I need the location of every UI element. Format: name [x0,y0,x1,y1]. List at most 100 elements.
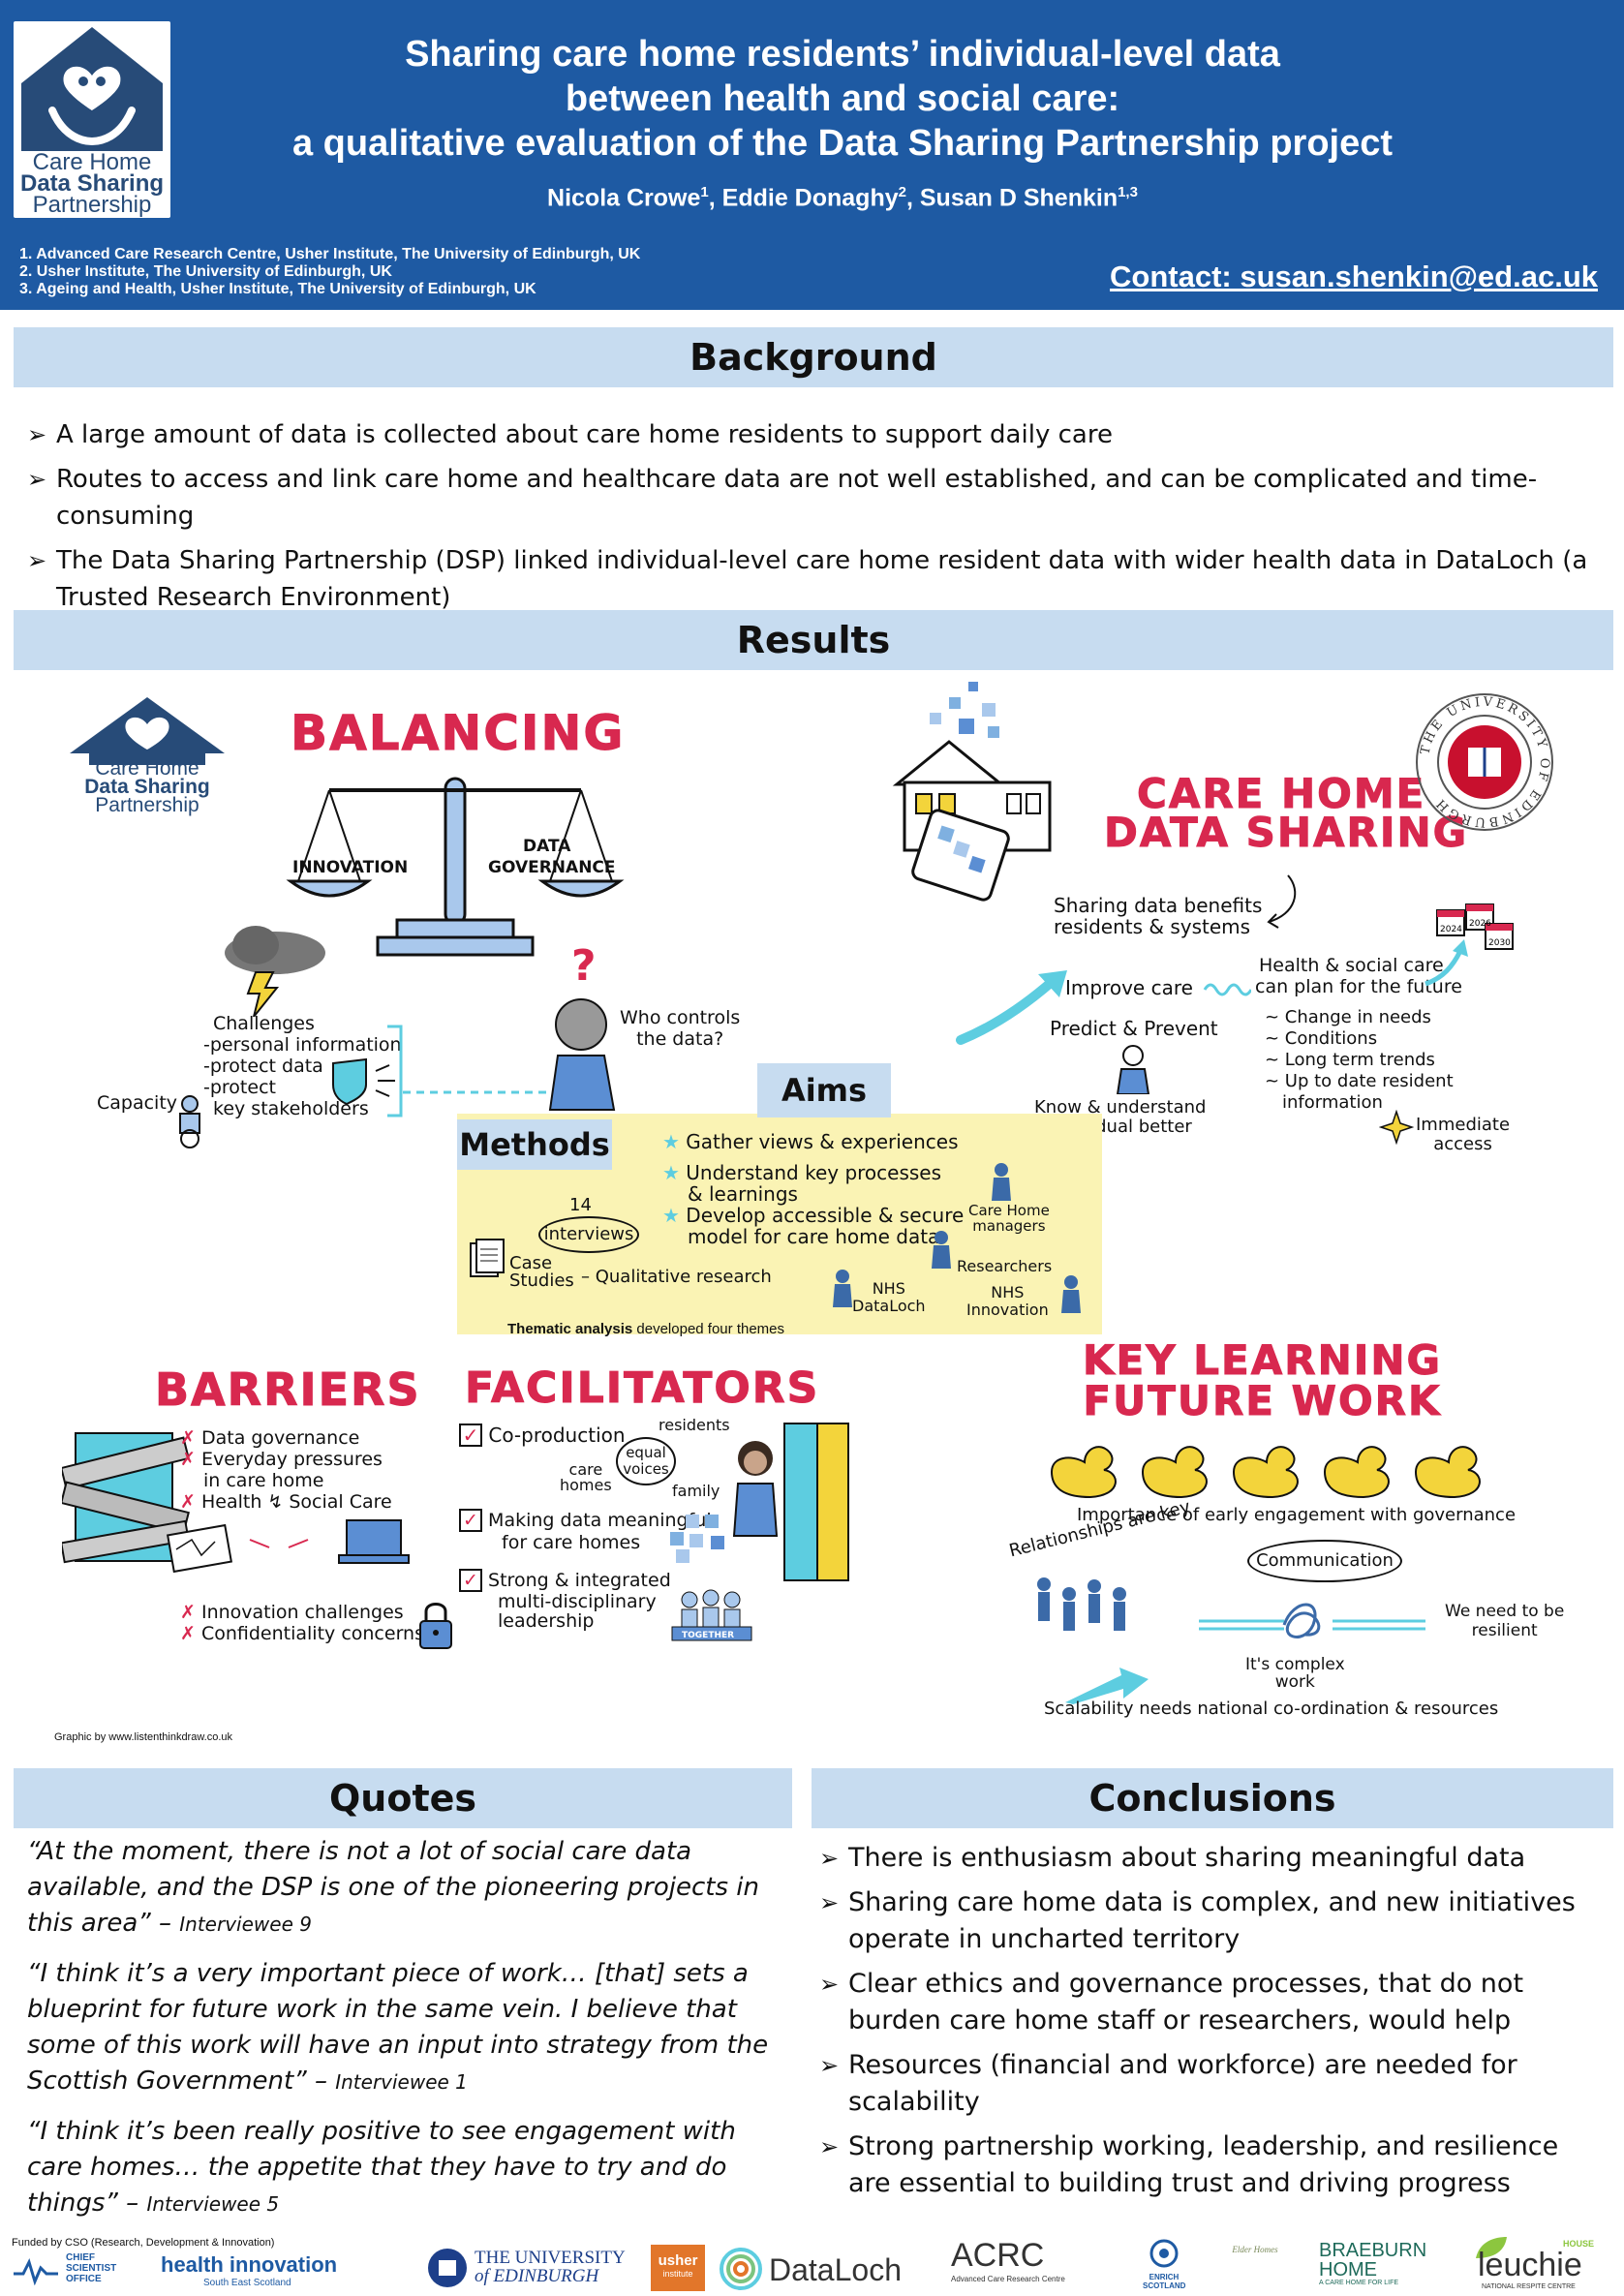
quote-text: “I think it’s been really positive to se… [27,2117,736,2218]
cross-icon: ✗ [180,1491,196,1513]
plan-line: can plan for the future [1255,976,1462,997]
key-learning-title-line: FUTURE WORK [1083,1377,1442,1424]
barrier-item: Health [200,1491,262,1513]
barricade-icon [62,1432,190,1564]
house-tablet-icon [892,682,1052,902]
dataloch-swirl-icon [720,2248,762,2290]
sparkle-star-icon [1379,1110,1414,1145]
curved-arrow-icon [1267,874,1297,929]
case-studies-label: Case Studies [509,1255,574,1290]
braeburn-line: BRAEBURN [1319,2240,1427,2261]
immediate-line: access [1433,1134,1492,1154]
rising-arrow-icon [956,970,1067,1045]
author-name: Nicola Crowe [547,184,701,212]
barrier-item: in care home [203,1470,324,1491]
quote-text: “I think it’s a very important piece of … [27,1959,769,2096]
aims-item: & learnings [688,1182,798,1206]
facilitator-item: multi-disciplinary [498,1591,657,1612]
people-line: Innovation [966,1301,1049,1319]
key-learning-title: KEY LEARNING FUTURE WORK [1083,1339,1442,1424]
document-stack-icon [470,1239,505,1277]
dataloch-text: DataLoch [769,2252,902,2287]
voices-care-homes: care homes [560,1462,612,1493]
barriers-list-2: ✗ Innovation challenges ✗ Confidentialit… [180,1602,424,1644]
complex-line: work [1274,1672,1315,1692]
cross-icon: ✗ [180,1602,196,1623]
leuchie-house: HOUSE [1563,2239,1595,2249]
quote-item: “I think it’s a very important piece of … [27,1956,794,2100]
leuchie-text: leuchie [1478,2247,1582,2283]
graphic-credit: Graphic by www.listenthinkdraw.co.uk [54,1731,233,1743]
wheelchair-person-icon [179,1095,200,1148]
barrier-item: Social Care [289,1491,392,1513]
author-name: Eddie Donaghy [721,184,899,212]
interviews-count: 14 [569,1195,592,1215]
conclusions-heading: Conclusions [812,1768,1613,1828]
care-home-title-line: DATA SHARING [1103,809,1469,856]
facilitator-item: Strong & integrated [488,1570,671,1591]
plan-list-item: ~ Up to date resident [1265,1071,1454,1091]
broken-laptops-icon [166,1519,410,1574]
sharing-benefits-label: Sharing data benefits residents & system… [1054,895,1262,937]
aims-item: Gather views & experiences [686,1130,959,1153]
who-controls-line: the data? [636,1028,724,1050]
quote-attribution: Interviewee 9 [179,1913,312,1936]
enrich-badge-icon [1149,2239,1179,2268]
star-icon: ★ [662,1130,680,1153]
leuchie-sub: NATIONAL RESPITE CENTRE [1482,2283,1576,2290]
people-line: Care Home [968,1202,1050,1219]
dsp-logo: Care Home Data Sharing Partnership [14,21,170,218]
cross-icon: ✗ [180,1623,196,1644]
elder-homes-logo: Elder Homes [1232,2245,1278,2254]
voices-line: homes [560,1476,612,1494]
challenges-line: key stakeholders [213,1098,369,1119]
contact-email-link[interactable]: Contact: susan.shenkin@ed.ac.uk [1110,260,1598,293]
voices-family: family [672,1482,720,1500]
teal-arrow-icon [1065,1668,1149,1704]
team-together-icon: TOGETHER [671,1589,752,1641]
quote-item: “I think it’s been really positive to se… [27,2114,794,2222]
data-pan-label: DATA [523,837,571,856]
title-line-3: a qualitative evaluation of the Data Sha… [291,123,1394,164]
quote-attribution: Interviewee 5 [146,2192,280,2216]
person-icon [1061,1275,1081,1313]
logo-line-3: Partnership [32,192,152,218]
barrier-item: Everyday pressures [200,1449,383,1470]
aims-item: Develop accessible & secure [686,1204,965,1227]
plan-list-item: ~ Conditions [1265,1028,1378,1049]
heartbeat-icon [14,2257,58,2285]
person-icon [1116,1045,1150,1094]
plan-line: Health & social care [1259,955,1444,976]
affiliation-3: 3. Ageing and Health, Usher Institute, T… [19,281,536,297]
interviews-bubble: interviews [538,1216,639,1253]
together-banner-text: TOGETHER [682,1631,734,1640]
quotes-list: “At the moment, there is not a lot of so… [27,1834,794,2222]
star-icon: ★ [662,1161,680,1184]
thematic-bold: Thematic analysis [507,1321,633,1337]
balance-scale-icon [286,777,625,957]
aims-item: Understand key processes [686,1161,942,1184]
sharing-benefits-line: Sharing data benefits [1054,894,1263,917]
cso-line: CHIEF [66,2252,95,2263]
facilitators-title: FACILITATORS [464,1363,820,1414]
results-heading: Results [14,610,1613,670]
usher-sub: institute [662,2269,693,2279]
calendar-arrow-icon: 2024 2026 2030 [1425,903,1514,987]
author-aff: 2 [898,184,906,200]
challenges-list: Challenges -personal information -protec… [203,1013,402,1119]
conclusion-bullet: There is enthusiasm about sharing meanin… [819,1840,1604,1877]
bracket-connector [387,1025,567,1117]
cross-icon: ✗ [180,1449,196,1470]
complex-line: It's complex [1245,1655,1345,1674]
person-icon [932,1231,951,1269]
immediate-line: Immediate [1416,1115,1511,1135]
enrich-line: ENRICH [1149,2273,1180,2281]
squiggle-connector [1203,983,1251,996]
plan-list-item: ~ Long term trends [1265,1050,1435,1070]
cso-line: SCIENTIST [66,2263,117,2274]
health-innovation-sub: South East Scotland [203,2278,291,2288]
results-dsp-logo: Care Home Data Sharing Partnership [60,695,234,821]
house-hands-icon [70,697,225,765]
storm-cloud-icon [225,926,325,1017]
quotes-heading: Quotes [14,1768,792,1828]
